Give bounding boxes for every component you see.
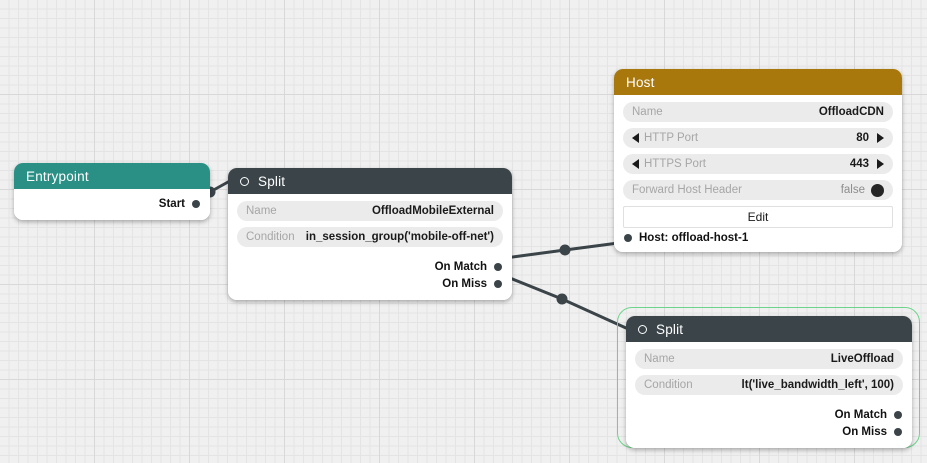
port-row-on-match[interactable]: On Match (635, 406, 903, 423)
field-http-port[interactable]: HTTP Port 80 (623, 128, 893, 148)
edit-button[interactable]: Edit (623, 206, 893, 228)
node-split-mobile[interactable]: Split Name OffloadMobileExternal Conditi… (228, 168, 512, 300)
field-host-name-label: Name (632, 106, 663, 118)
field-forward-host-header-label: Forward Host Header (632, 184, 742, 196)
port-row-on-match[interactable]: On Match (237, 258, 503, 275)
toggle-switch[interactable] (871, 183, 884, 197)
field-condition-value: lt('live_bandwidth_left', 100) (741, 379, 894, 391)
field-https-port[interactable]: HTTPS Port 443 (623, 154, 893, 174)
field-http-port-label: HTTP Port (644, 132, 699, 144)
port-label-on-miss: On Miss (842, 425, 887, 438)
field-forward-host-header[interactable]: Forward Host Header false (623, 180, 893, 200)
port-label-start: Start (158, 197, 185, 210)
circle-icon (240, 176, 249, 186)
field-https-port-label: HTTPS Port (644, 158, 706, 170)
node-split-live-title: Split (656, 321, 684, 337)
field-condition[interactable]: Condition lt('live_bandwidth_left', 100) (635, 375, 903, 395)
node-entrypoint-body: Start (14, 189, 210, 220)
field-host-name-value: OffloadCDN (818, 106, 884, 118)
port-label-on-match: On Match (434, 260, 487, 273)
edge-midpoint-dot (559, 244, 571, 256)
stepper-right-icon[interactable] (877, 133, 884, 143)
stepper-left-icon[interactable] (632, 133, 639, 143)
port-dot-on-match[interactable] (894, 410, 902, 419)
stepper-left-icon[interactable] (632, 159, 639, 169)
field-http-port-value: 80 (856, 132, 869, 144)
node-host[interactable]: Host Name OffloadCDN HTTP Port 80 HTTPS … (614, 69, 902, 252)
node-split-mobile-title: Split (258, 173, 286, 189)
port-label-on-miss: On Miss (442, 277, 487, 290)
field-name-value: LiveOffload (830, 353, 894, 365)
circle-icon (638, 324, 647, 334)
field-https-port-value: 443 (849, 158, 869, 170)
node-split-mobile-header[interactable]: Split (228, 168, 512, 194)
field-name-label: Name (246, 205, 277, 217)
host-footer[interactable]: Host: offload-host-1 (623, 232, 893, 244)
field-condition[interactable]: Condition in_session_group('mobile-off-n… (237, 227, 503, 247)
node-split-live[interactable]: Split Name LiveOffload Condition lt('liv… (626, 316, 912, 448)
edge-split-mobile-match-to-host (503, 240, 628, 260)
node-split-mobile-body: Name OffloadMobileExternal Condition in_… (228, 194, 512, 300)
host-footer-label: Host: offload-host-1 (639, 232, 749, 244)
node-split-live-header[interactable]: Split (626, 316, 912, 342)
node-host-header[interactable]: Host (614, 69, 902, 95)
port-dot-on-miss[interactable] (494, 279, 502, 288)
field-name-label: Name (644, 353, 675, 365)
node-host-body: Name OffloadCDN HTTP Port 80 HTTPS Port … (614, 95, 902, 252)
field-forward-host-header-value: false (840, 184, 865, 196)
node-entrypoint[interactable]: Entrypoint Start (14, 163, 210, 220)
port-dot-on-miss[interactable] (894, 427, 902, 436)
field-name-value: OffloadMobileExternal (371, 205, 494, 217)
port-row-start[interactable]: Start (23, 195, 201, 212)
node-entrypoint-title: Entrypoint (26, 168, 89, 184)
port-row-on-miss[interactable]: On Miss (237, 275, 503, 292)
field-host-name[interactable]: Name OffloadCDN (623, 102, 893, 122)
port-dot-start[interactable] (192, 199, 200, 208)
stepper-right-icon[interactable] (877, 159, 884, 169)
node-entrypoint-header[interactable]: Entrypoint (14, 163, 210, 189)
field-condition-label: Condition (246, 231, 295, 243)
port-row-on-miss[interactable]: On Miss (635, 423, 903, 440)
node-host-title: Host (626, 74, 655, 90)
port-dot-host-input[interactable] (624, 234, 632, 242)
port-label-on-match: On Match (834, 408, 887, 421)
edge-midpoint-dot (556, 293, 568, 305)
field-name[interactable]: Name OffloadMobileExternal (237, 201, 503, 221)
node-split-live-body: Name LiveOffload Condition lt('live_band… (626, 342, 912, 448)
port-dot-on-match[interactable] (494, 262, 502, 271)
field-condition-label: Condition (644, 379, 693, 391)
field-condition-value: in_session_group('mobile-off-net') (305, 231, 494, 243)
edge-split-mobile-miss-to-split-live (503, 274, 628, 330)
field-name[interactable]: Name LiveOffload (635, 349, 903, 369)
